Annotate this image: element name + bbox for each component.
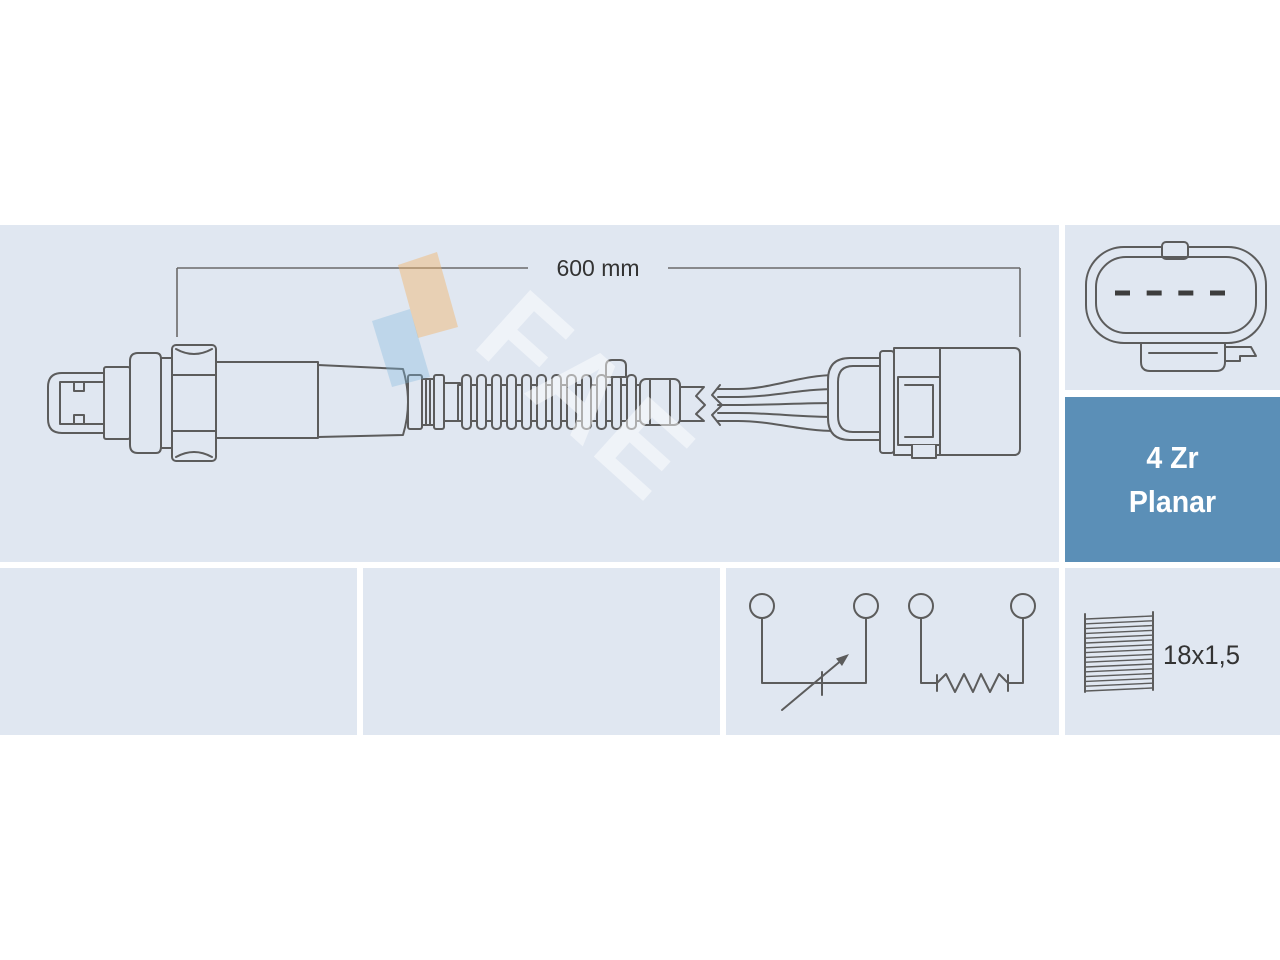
boot-core [457,384,641,422]
connector-grommet-inner [837,365,883,433]
oxygen-sensor-drawing [47,344,1021,462]
cable-sleeve-lines [649,378,671,426]
thread-line [1085,648,1153,654]
wire [717,420,837,432]
pinout-housing-inner [1095,256,1257,334]
crimp-ring-3 [433,374,445,430]
thread-line [1085,644,1153,649]
sensor-tip [47,372,105,434]
connector-pinout-icon [1085,241,1267,372]
terminal-2 [853,593,879,619]
boot-rib [491,374,502,430]
thread-sides [1084,611,1154,693]
wire [717,402,837,406]
thread-line [1085,620,1153,625]
cable-break-left [679,386,706,422]
connector-grommet [827,357,883,441]
thread-line [1085,682,1153,687]
wire [717,388,837,398]
boot-rib [566,374,577,430]
sensor-type-line-2: Planar [1128,484,1217,519]
thread-icon [1084,611,1154,693]
tip-vent-hole-bottom [73,414,85,425]
boot-rib [536,374,547,430]
boot-rib [596,374,607,430]
cable-length-label: 600 mm [556,255,639,281]
sensing-element-wire [761,617,867,684]
boot-rib [551,374,562,430]
variable-resistor-symbol [749,593,879,711]
tip-cap [47,372,105,434]
empty-panel-1 [0,568,357,735]
thread-lines [1085,615,1153,692]
variable-arrow-shaft [781,660,841,711]
thread-line [1085,653,1153,659]
wiring-symbols-panel [726,568,1059,735]
sensor-body [215,361,319,439]
thread-panel: 18x1,5 [1065,568,1280,735]
connector-panel [1065,225,1280,390]
thread-line [1085,677,1153,683]
thread-line [1085,663,1153,668]
terminal-3 [908,593,934,619]
terminal-1 [749,593,775,619]
cable-clip [605,359,627,378]
sensor-connector [827,347,1021,459]
boot-rib [476,374,487,430]
thread-line [1085,634,1153,639]
variable-arrow-head [836,654,849,666]
watermark-orange-shape [398,252,458,338]
dimension-line [176,267,1021,337]
watermark-blue-shape [372,309,430,387]
sensor-flange [129,352,162,454]
thread-line [1085,624,1153,630]
thread-line [1085,639,1153,644]
thread-line [1085,687,1153,692]
sealing-washer [160,357,173,449]
sensor-type-panel: 4 Zr Planar [1065,397,1280,562]
hex-nut-body [171,344,217,462]
boot-rib [506,374,517,430]
crimp-ring-2 [421,378,435,426]
wiring-symbols [749,593,1036,711]
thread-line [1085,668,1153,673]
connector-flange [879,350,895,454]
tip-collar [103,366,131,440]
pinout-housing-outer [1085,246,1267,344]
pinout-key-tab [1161,241,1189,260]
cable-break-right [711,384,723,426]
thread-line [1085,672,1153,678]
boot-rib [461,374,472,430]
sensor-type-line-1: 4 Zr [1146,440,1199,475]
boot-rib [521,374,532,430]
sensor-drawing-panel: 600 mm [0,225,1059,562]
thread-line [1085,658,1153,663]
tip-vent-hole-top [73,381,85,392]
pinout-hook [1224,346,1257,362]
crimp-ring-lines [425,378,431,426]
connector-latch-inner [904,384,934,438]
wire [717,412,837,418]
wire-bundle [717,374,837,432]
boot-rib [581,374,592,430]
empty-panel-2 [363,568,720,735]
heater-resistor-symbol [908,593,1036,693]
oxygen-sensor-icon: 600 mm [47,252,1021,526]
thread-line [1085,615,1153,620]
boot-rib [626,374,637,430]
wire [717,374,837,390]
hex-nut [171,344,217,462]
hex-nut-facets [171,348,217,458]
thread-line [1085,629,1153,635]
thread-size-label: 18x1,5 [1163,640,1241,670]
rubber-boot [457,374,641,430]
watermark-text: FAE [453,266,721,526]
crimp-ring-1 [407,374,423,430]
connector-latch-tab [911,444,937,459]
terminal-4 [1010,593,1036,619]
